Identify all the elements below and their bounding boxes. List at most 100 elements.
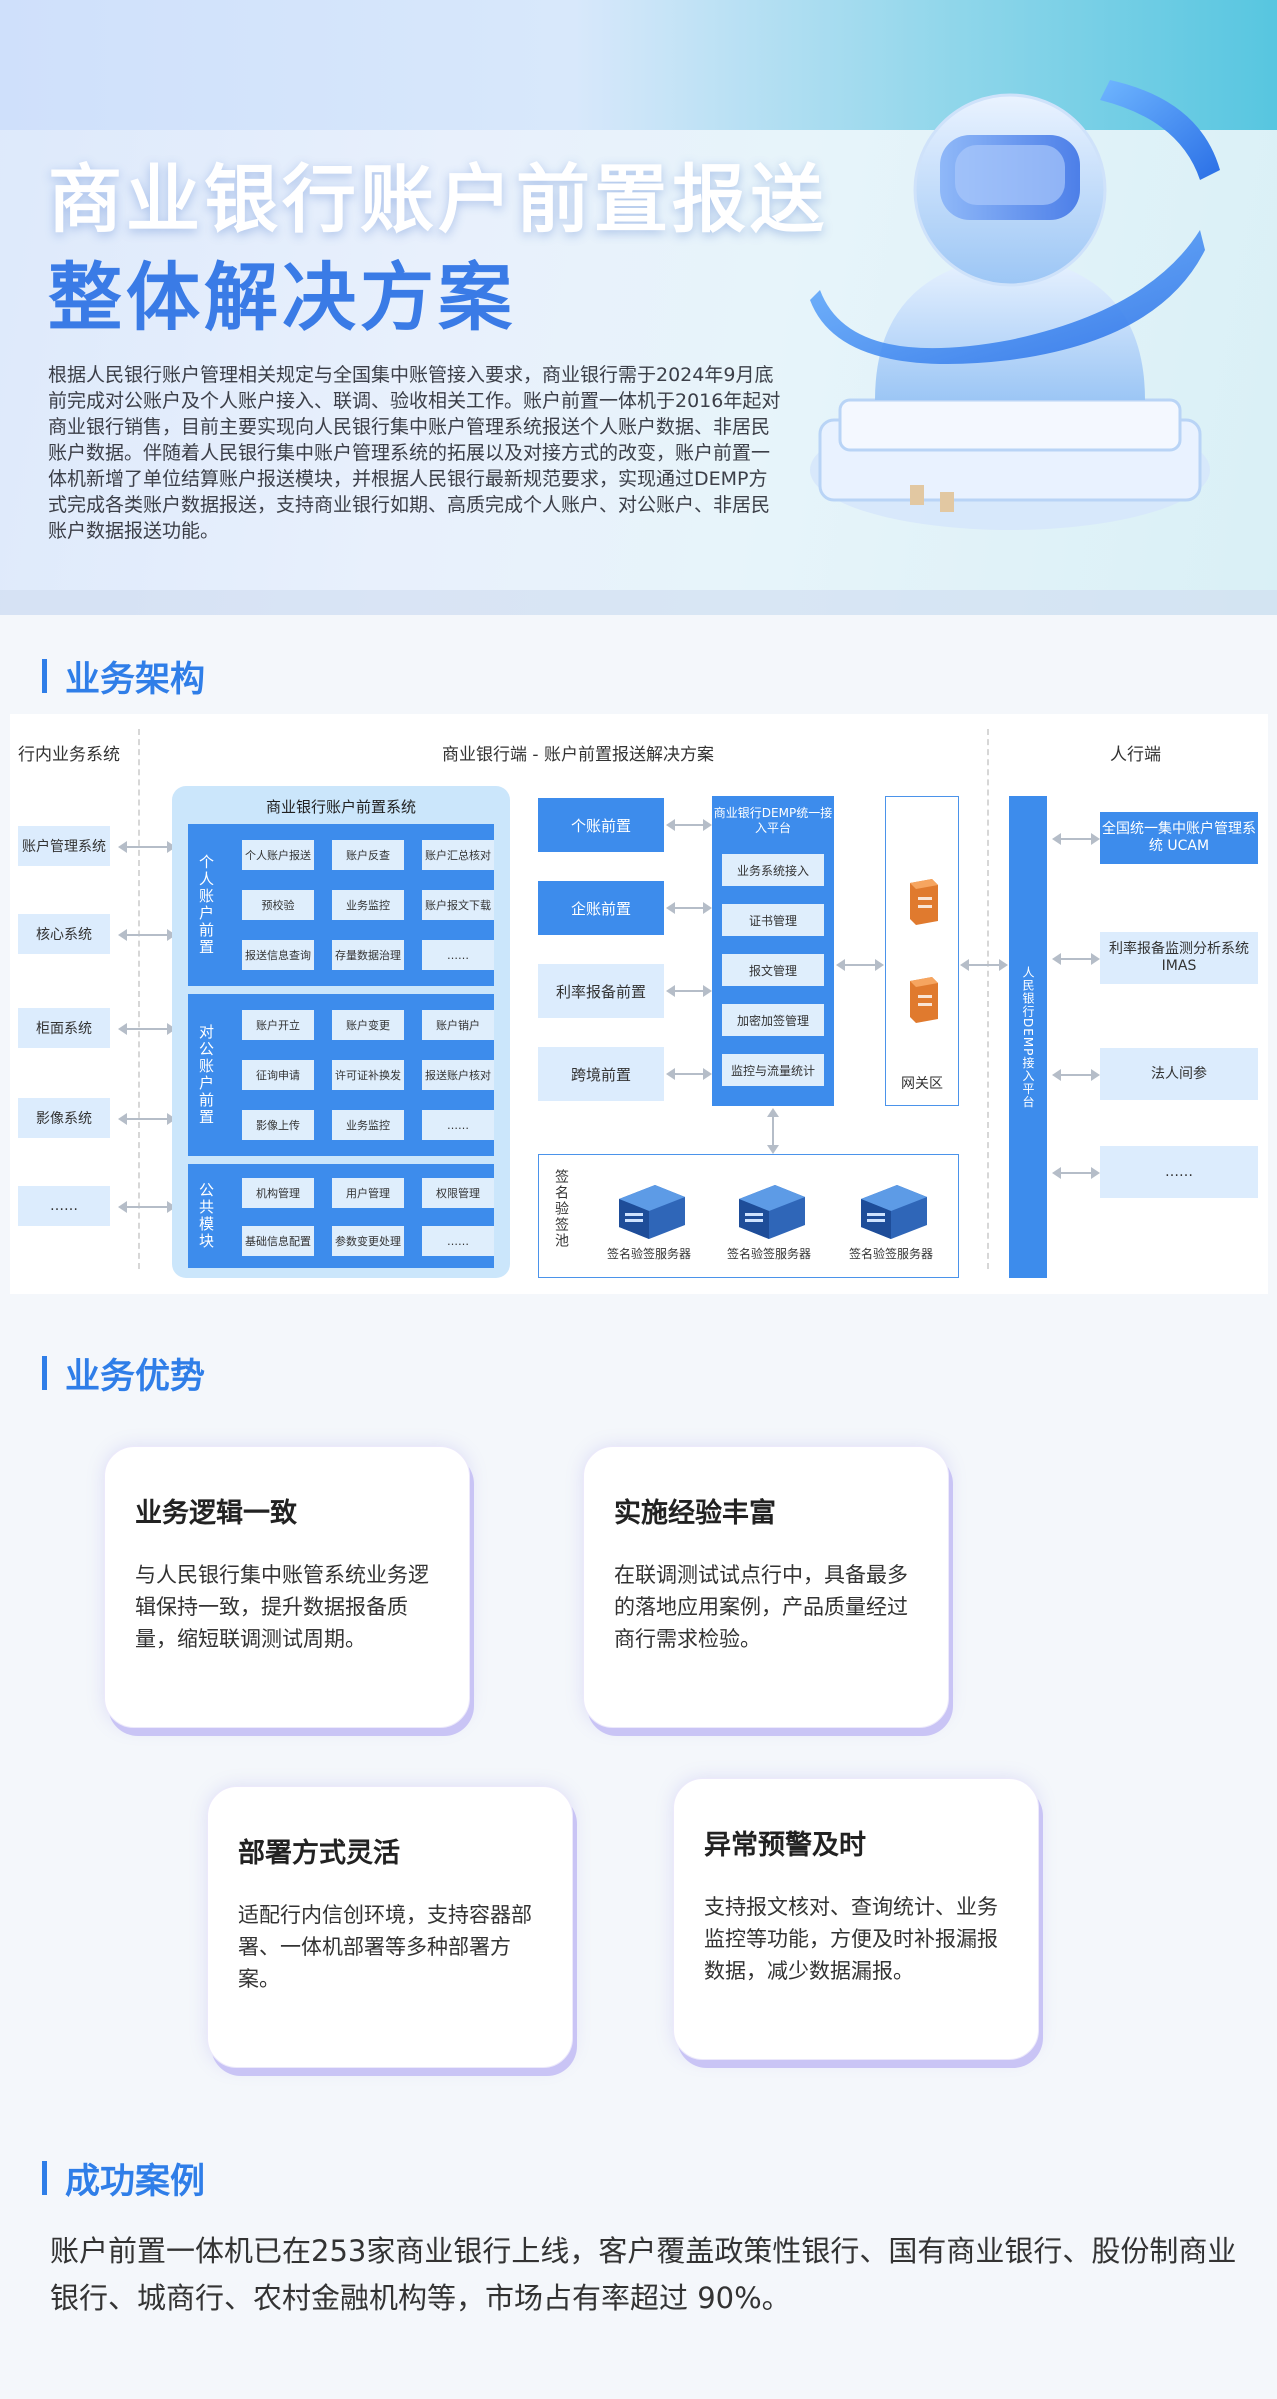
module-cell: 征询申请	[242, 1060, 314, 1090]
gateway-label: 网关区	[901, 1076, 943, 1092]
pool-label: 签名验签池	[553, 1169, 569, 1249]
module-cell: 账户变更	[332, 1010, 404, 1040]
module-cell: ……	[422, 1226, 494, 1256]
arrow	[1052, 953, 1100, 965]
hero-top-band	[0, 0, 1277, 130]
hero-title-line1: 商业银行账户前置报送	[48, 157, 828, 243]
module-cell: 预校验	[242, 890, 314, 920]
module-cell: 账户开立	[242, 1010, 314, 1040]
module-cell: ……	[422, 940, 494, 970]
group-label: 对公账户前置	[197, 1024, 215, 1126]
card-title: 部署方式灵活	[238, 1838, 400, 1869]
left-system-core: 核心系统	[18, 914, 110, 954]
hero-banner: 商业银行账户前置报送 整体解决方案 根据人民银行账户管理相关规定与全国集中账管接…	[0, 0, 1277, 615]
demp-title: 商业银行DEMP统一接入平台	[713, 806, 833, 835]
server-icon	[910, 977, 938, 1023]
arrow	[118, 1113, 176, 1125]
module-cell: 机构管理	[242, 1178, 314, 1208]
card-title: 业务逻辑一致	[135, 1498, 297, 1529]
arrow	[118, 929, 176, 941]
card-title: 实施经验丰富	[614, 1498, 776, 1529]
module-cell: 账户反查	[332, 840, 404, 870]
module-cell: 许可证补换发	[332, 1060, 404, 1090]
module-cell: 报送信息查询	[242, 940, 314, 970]
front-module-personal: 个账前置	[538, 798, 664, 852]
demp-cell: 报文管理	[722, 954, 824, 986]
card-body: 支持报文核对、查询统计、业务监控等功能，方便及时补报漏报数据，减少数据漏报。	[704, 1895, 998, 1983]
rack-server-icon	[619, 1185, 685, 1239]
module-cell: 用户管理	[332, 1178, 404, 1208]
group-common-module: 公共模块 机构管理 用户管理 权限管理 基础信息配置 参数变更处理 ……	[188, 1164, 494, 1268]
system-title: 商业银行账户前置系统	[265, 798, 416, 816]
demp-cell: 监控与流量统计	[722, 1054, 824, 1086]
rack-server-icon	[861, 1185, 927, 1239]
demp-cell: 业务系统接入	[722, 854, 824, 886]
left-system-account-mgmt: 账户管理系统	[18, 826, 110, 866]
architecture-diagram: 行内业务系统 商业银行端 - 账户前置报送解决方案 人行端 账户管理系统 核心系…	[10, 714, 1268, 1294]
module-cell: 账户汇总核对	[422, 840, 494, 870]
advantage-card-alert: 异常预警及时 支持报文核对、查询统计、业务监控等功能，方便及时补报漏报数据，减少…	[673, 1778, 1039, 2060]
arrow	[1052, 833, 1100, 845]
card-body: 适配行内信创环境，支持容器部署、一体机部署等多种部署方案。	[238, 1903, 532, 1991]
cases-heading: 成功案例	[42, 2158, 205, 2202]
advantage-card-logic: 业务逻辑一致 与人民银行集中账管系统业务逻辑保持一致，提升数据报备质量，缩短联调…	[104, 1446, 470, 1728]
divider-right	[987, 729, 989, 1269]
divider-left	[138, 729, 140, 1269]
col-header-left: 行内业务系统	[18, 745, 120, 765]
module-cell: 账户报文下载	[422, 890, 494, 920]
signature-server: 签名验签服务器	[589, 1177, 709, 1267]
arrow	[1052, 1069, 1100, 1081]
module-cell: 业务监控	[332, 890, 404, 920]
pboc-demp-platform: 人民银行DEMP接入平台	[1009, 796, 1047, 1278]
left-system-more: ……	[18, 1186, 110, 1226]
module-cell: 存量数据治理	[332, 940, 404, 970]
module-cell: 影像上传	[242, 1110, 314, 1140]
module-cell: ……	[422, 1110, 494, 1140]
arrow	[666, 1068, 712, 1080]
right-system-imas: 利率报备监测分析系统 IMAS	[1100, 932, 1258, 984]
hero-bottom-band	[0, 590, 1277, 615]
arrow	[960, 959, 1008, 971]
server-label: 签名验签服务器	[726, 1247, 811, 1261]
module-cell: 权限管理	[422, 1178, 494, 1208]
left-system-counter: 柜面系统	[18, 1008, 110, 1048]
card-body: 在联调测试试点行中，具备最多的落地应用案例，产品质量经过商行需求检验。	[614, 1563, 908, 1651]
gateway-zone: 网关区	[885, 796, 959, 1106]
server-icon	[910, 879, 938, 925]
demp-cell: 加密加签管理	[722, 1004, 824, 1036]
arrow	[666, 985, 712, 997]
arrow	[118, 1201, 176, 1213]
group-label: 公共模块	[197, 1182, 215, 1250]
right-system-ucam: 全国统一集中账户管理系统 UCAM	[1100, 812, 1258, 864]
demp-platform: 商业银行DEMP统一接入平台 业务系统接入 证书管理 报文管理 加密加签管理 监…	[712, 796, 834, 1106]
right-system-more: ……	[1100, 1146, 1258, 1198]
server-label: 签名验签服务器	[848, 1247, 933, 1261]
module-cell: 业务监控	[332, 1110, 404, 1140]
front-module-interest: 利率报备前置	[538, 964, 664, 1018]
module-cell: 基础信息配置	[242, 1226, 314, 1256]
arrow	[118, 1023, 176, 1035]
arrow	[666, 819, 712, 831]
rack-server-icon	[739, 1185, 805, 1239]
server-label: 签名验签服务器	[606, 1247, 691, 1261]
group-corporate-account: 对公账户前置 账户开立 账户变更 账户销户 征询申请 许可证补换发 报送账户核对…	[188, 994, 494, 1156]
front-module-crossborder: 跨境前置	[538, 1047, 664, 1101]
cases-text: 账户前置一体机已在253家商业银行上线，客户覆盖政策性银行、国有商业银行、股份制…	[50, 2234, 1237, 2315]
arrow	[1052, 1167, 1100, 1179]
arrow	[836, 959, 884, 971]
arrow	[666, 902, 712, 914]
module-cell: 参数变更处理	[332, 1226, 404, 1256]
arrow	[767, 1108, 779, 1154]
col-header-right: 人行端	[1110, 745, 1161, 765]
module-cell: 个人账户报送	[242, 840, 314, 870]
robot-mascot-illustration	[810, 80, 1220, 530]
left-system-image: 影像系统	[18, 1098, 110, 1138]
right-system-legal: 法人间参	[1100, 1048, 1258, 1100]
signature-server: 签名验签服务器	[831, 1177, 951, 1267]
hero-title-line2: 整体解决方案	[48, 255, 516, 341]
signature-server: 签名验签服务器	[709, 1177, 829, 1267]
front-module-corporate: 企账前置	[538, 881, 664, 935]
advantages-heading: 业务优势	[42, 1353, 205, 1397]
architecture-heading: 业务架构	[42, 656, 205, 700]
account-front-system-panel: 商业银行账户前置系统 个人账户前置 个人账户报送 账户反查 账户汇总核对 预校验…	[172, 786, 510, 1278]
